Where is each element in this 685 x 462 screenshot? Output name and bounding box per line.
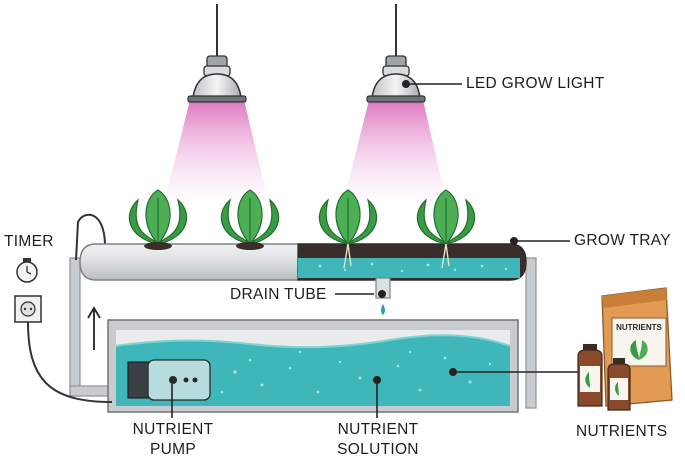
nutrient-bottle-left — [577, 344, 603, 407]
label-nutrient-pump-line1: NUTRIENT — [132, 421, 214, 438]
label-grow-tray: GROW TRAY — [574, 232, 671, 249]
led-lamp-right — [366, 4, 426, 103]
label-nutrient-solution-line1: NUTRIENT — [337, 421, 419, 438]
light-beam-right — [344, 100, 446, 200]
label-led-grow-light: LED GROW LIGHT — [466, 75, 605, 92]
grow-tray — [79, 243, 527, 315]
power-cord — [27, 321, 113, 403]
nutrient-pump — [127, 359, 211, 401]
label-nutrient-solution: NUTRIENT SOLUTION — [318, 420, 438, 460]
bag-label-text: NUTRIENTS — [616, 323, 662, 332]
light-beam-left — [165, 100, 268, 200]
plant-3 — [318, 189, 378, 269]
support-frame — [69, 257, 537, 409]
timer-icon — [16, 258, 38, 283]
label-drain-tube: DRAIN TUBE — [230, 286, 327, 303]
plant-4 — [416, 189, 476, 269]
plant-1 — [128, 189, 188, 250]
label-timer: TIMER — [4, 233, 54, 250]
plant-2 — [220, 189, 280, 250]
label-nutrient-solution-line2: SOLUTION — [337, 441, 419, 458]
timer-cord — [75, 213, 106, 261]
label-nutrient-pump-line2: PUMP — [150, 441, 196, 458]
label-nutrient-pump: NUTRIENT PUMP — [118, 420, 228, 460]
label-nutrients: NUTRIENTS — [576, 423, 668, 440]
led-lamp-left — [187, 4, 247, 103]
nutrient-bottle-right — [607, 358, 631, 411]
power-socket-icon — [14, 295, 42, 323]
flow-arrow — [87, 306, 101, 350]
